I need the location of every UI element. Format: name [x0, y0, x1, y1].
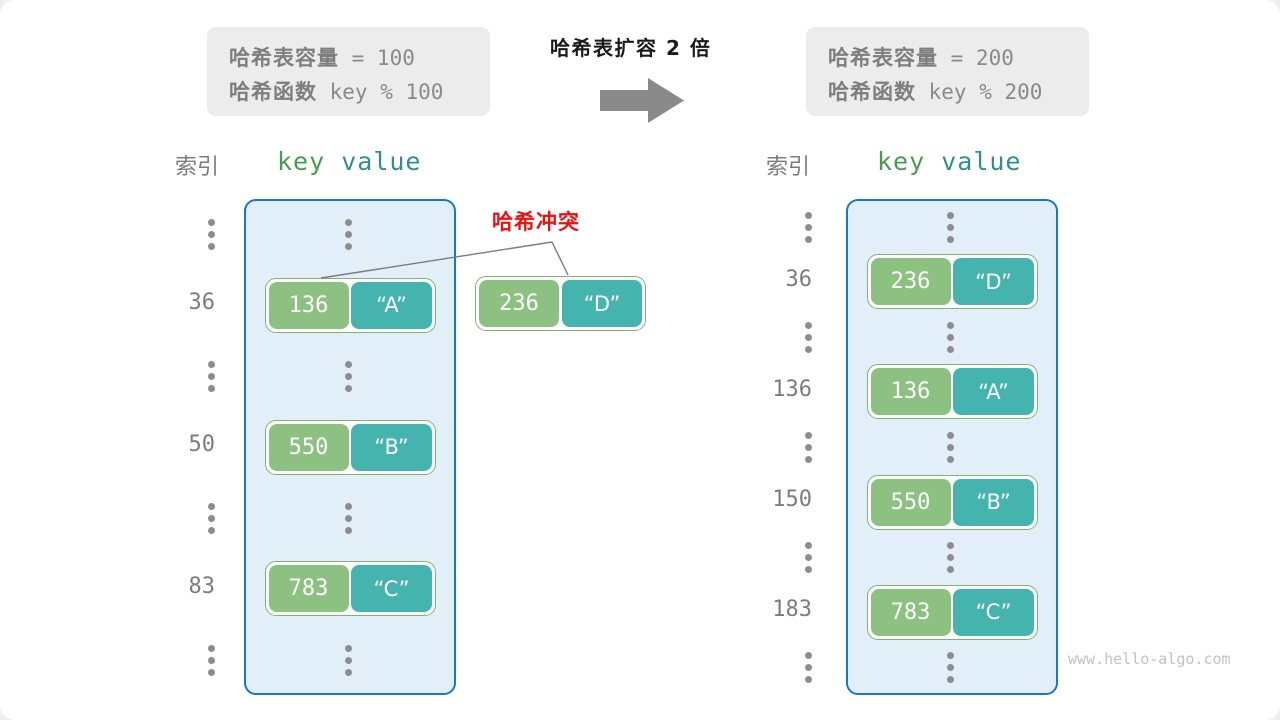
before-header-keyvalue: key value: [277, 147, 421, 176]
after-row-ellipsis: [947, 542, 954, 574]
after-index-ellipsis: [805, 652, 812, 684]
before-entry: 136“A”: [264, 277, 436, 333]
before-index-label: 36: [188, 290, 216, 316]
after-entry-key: 136: [870, 368, 951, 416]
after-row-ellipsis: [947, 321, 954, 353]
after-index-label: 136: [772, 376, 812, 402]
collision-entry: 236 “D”: [475, 276, 646, 331]
after-row-ellipsis: [947, 211, 954, 243]
before-info-box: 哈希表容量 = 100 哈希函数 key % 100: [207, 27, 490, 116]
after-entry: 236“D”: [866, 254, 1038, 310]
before-header-index: 索引: [175, 155, 220, 180]
after-entry-value: “C”: [953, 588, 1034, 636]
before-entry-value: “C”: [351, 565, 432, 613]
before-entry: 783“C”: [264, 561, 436, 617]
before-entry: 550“B”: [264, 419, 436, 475]
before-index-label: 50: [188, 432, 216, 457]
before-hashfn-line: 哈希函数 key % 100: [229, 75, 468, 109]
before-capacity-label: 哈希表容量: [229, 46, 339, 70]
before-hashfn-label: 哈希函数: [229, 80, 317, 104]
before-capacity-line: 哈希表容量 = 100: [229, 41, 468, 75]
after-capacity-value: = 200: [938, 46, 1014, 70]
before-row-ellipsis: [345, 644, 352, 676]
after-hashfn-value: key % 200: [916, 80, 1043, 104]
before-row-ellipsis: [345, 219, 352, 251]
after-entry-value: “A”: [953, 368, 1034, 416]
after-entry-key: 550: [870, 478, 951, 526]
before-capacity-value: = 100: [339, 46, 415, 70]
after-hashfn-label: 哈希函数: [828, 80, 916, 104]
after-entry-key: 236: [870, 258, 951, 306]
watermark: www.hello-algo.com: [1068, 650, 1231, 668]
right-arrow-icon: [600, 78, 684, 123]
after-entry-value: “D”: [953, 258, 1034, 306]
before-index-ellipsis: [208, 361, 215, 393]
after-hashfn-line: 哈希函数 key % 200: [828, 75, 1067, 109]
before-row-ellipsis: [345, 502, 352, 534]
after-entry: 783“C”: [866, 584, 1038, 640]
before-entry-value: “B”: [351, 423, 432, 471]
after-row-ellipsis: [947, 652, 954, 684]
collision-label: 哈希冲突: [492, 210, 580, 234]
after-index-label: 150: [772, 487, 812, 513]
before-header-key: key: [277, 147, 326, 176]
before-hashfn-value: key % 100: [317, 80, 444, 104]
after-row-ellipsis: [947, 432, 954, 463]
after-entry: 550“B”: [866, 474, 1038, 530]
after-header-key: key: [877, 147, 926, 176]
after-index-ellipsis: [805, 321, 812, 353]
before-index-label: 83: [188, 573, 216, 599]
before-header-value: value: [341, 147, 422, 176]
collision-entry-value: “D”: [561, 280, 642, 327]
before-index-ellipsis: [208, 219, 215, 251]
after-index-ellipsis: [805, 211, 812, 243]
after-info-box: 哈希表容量 = 200 哈希函数 key % 200: [806, 27, 1089, 116]
transition-caption: 哈希表扩容 2 倍: [550, 36, 712, 60]
before-entry-key: 783: [268, 565, 349, 613]
before-hash-table: 136“A” 550“B” 783“C”: [244, 199, 456, 695]
before-entry-key: 136: [268, 281, 349, 329]
after-header-index: 索引: [766, 155, 811, 180]
before-index-ellipsis: [208, 502, 215, 534]
after-index-ellipsis: [805, 542, 812, 574]
after-entry-key: 783: [870, 588, 951, 636]
before-row-ellipsis: [345, 361, 352, 393]
before-entry-key: 550: [268, 423, 349, 471]
after-entry-value: “B”: [953, 478, 1034, 526]
after-index-label: 36: [785, 266, 813, 292]
after-index-ellipsis: [805, 432, 812, 463]
after-capacity-label: 哈希表容量: [828, 46, 938, 70]
collision-entry-key: 236: [479, 280, 560, 327]
before-entry-value: “A”: [351, 281, 432, 329]
after-entry: 136“A”: [866, 364, 1038, 420]
after-hash-table: 236“D” 136“A” 550“B” 783“C”: [846, 199, 1058, 695]
before-index-ellipsis: [208, 644, 215, 676]
after-header-value: value: [941, 147, 1022, 176]
after-index-label: 183: [772, 597, 812, 623]
after-capacity-line: 哈希表容量 = 200: [828, 41, 1067, 75]
after-header-keyvalue: key value: [877, 147, 1021, 176]
